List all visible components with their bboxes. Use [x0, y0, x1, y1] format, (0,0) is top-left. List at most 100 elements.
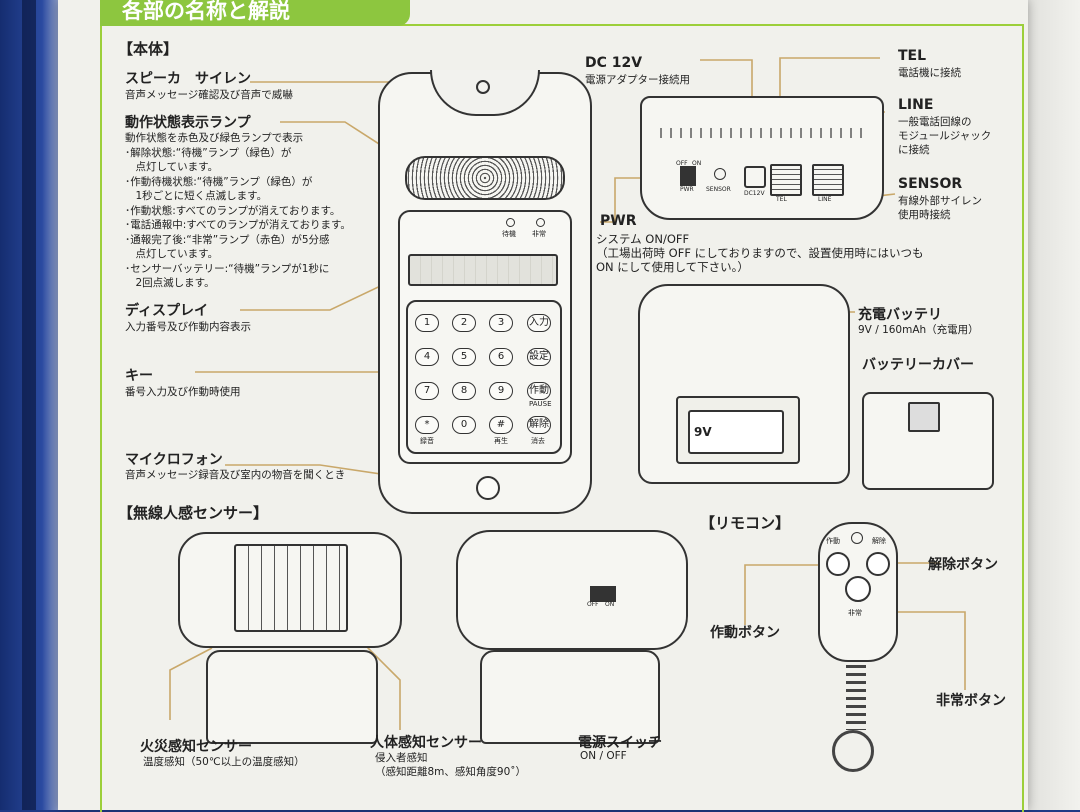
- section-main-unit: 【本体】: [118, 40, 179, 58]
- human-sensor-desc-2: （感知距離8m、感知角度90˚）: [375, 766, 527, 778]
- key-button[interactable]: 7: [415, 382, 439, 400]
- pwr-port-label: PWR: [680, 186, 694, 193]
- key-button[interactable]: 入力: [527, 314, 551, 332]
- pwr-on-label: ON: [692, 160, 702, 167]
- display-desc: 入力番号及び作動内容表示: [125, 321, 251, 333]
- human-sensor-title: 人体感知センサー: [370, 735, 482, 751]
- mic-title: マイクロフォン: [125, 452, 223, 468]
- status-lamp-title: 動作状態表示ランプ: [125, 115, 251, 131]
- key-button[interactable]: 2: [452, 314, 476, 332]
- pwr-switch[interactable]: [680, 166, 696, 186]
- line-desc-1: 一般電話回線の: [898, 116, 972, 128]
- battery-cover-title: バッテリーカバー: [862, 357, 974, 373]
- sensor-back-drawing: [456, 530, 688, 650]
- pause-caption: PAUSE: [529, 400, 552, 408]
- pwr-desc-2: （工場出荷時 OFF にしておりますので、設置使用時にはいつも: [596, 246, 924, 260]
- vent-slots: [652, 128, 868, 138]
- remote-disarm-button[interactable]: [866, 552, 890, 576]
- remote-arm-button[interactable]: [826, 552, 850, 576]
- sensor-switch-off: OFF: [587, 601, 599, 608]
- key-ring-icon: [832, 730, 874, 772]
- sensor-port-desc-1: 有線外部サイレン: [898, 195, 982, 207]
- battery-9v-label: 9V: [694, 425, 712, 439]
- keys-title: キー: [125, 368, 153, 384]
- status-lamp-line: ･解除状態:“待機”ランプ（緑色）が: [125, 146, 292, 159]
- remote-arm-label: 作動: [826, 537, 840, 545]
- status-lamp-line: 点灯しています。: [125, 161, 219, 173]
- key-button[interactable]: 作動: [527, 382, 551, 400]
- line-desc-2: モジュールジャック: [898, 130, 992, 142]
- back-panel-drawing: [640, 96, 884, 220]
- sensor-port-title: SENSOR: [898, 176, 963, 192]
- key-button[interactable]: 9: [489, 382, 513, 400]
- lcd-display: [408, 254, 558, 286]
- key-button[interactable]: 6: [489, 348, 513, 366]
- mount-hole-icon: [476, 80, 490, 94]
- speaker-desc: 音声メッセージ確認及び音声で威嚇: [125, 89, 293, 101]
- line-title: LINE: [898, 97, 934, 113]
- fire-sensor-title: 火災感知センサー: [140, 739, 252, 755]
- key-button[interactable]: #: [489, 416, 513, 434]
- key-button[interactable]: 解除: [527, 416, 551, 434]
- dc-jack-label: DC12V: [744, 190, 765, 197]
- status-lamp-line: 動作状態を赤色及び緑色ランプで表示: [125, 132, 304, 144]
- remote-led-icon: [851, 532, 863, 544]
- alarm-lamp-icon: [536, 218, 545, 227]
- key-button[interactable]: 5: [452, 348, 476, 366]
- leader-arm: [744, 564, 830, 625]
- key-button[interactable]: 4: [415, 348, 439, 366]
- display-title: ディスプレイ: [125, 303, 209, 319]
- speaker-grille: [405, 156, 565, 200]
- pir-window: [234, 544, 348, 632]
- status-lamp-line: ･通報完了後:“非常”ランプ（赤色）が5分感: [125, 233, 330, 246]
- power-switch-desc: ON / OFF: [580, 750, 627, 762]
- key-button[interactable]: *: [415, 416, 439, 434]
- battery-cover-latch: [908, 402, 940, 432]
- key-button[interactable]: 0: [452, 416, 476, 434]
- remote-panic-label: 非常: [848, 609, 862, 617]
- sensor-port-desc-2: 使用時接続: [898, 209, 951, 221]
- status-lamp-line: 2回点滅します。: [125, 277, 215, 289]
- sensor-switch-on: ON: [605, 601, 615, 608]
- status-lamp-line: 1秒ごとに短く点滅します。: [125, 190, 268, 202]
- key-button[interactable]: 8: [452, 382, 476, 400]
- key-button[interactable]: 1: [415, 314, 439, 332]
- pwr-desc-3: ON にして使用して下さい。）: [596, 260, 749, 274]
- leader-fire: [169, 647, 213, 720]
- battery-cover-drawing: [862, 392, 994, 490]
- pwr-off-label: OFF: [676, 160, 688, 167]
- pwr-title: PWR: [600, 213, 637, 229]
- tel-title: TEL: [898, 48, 927, 64]
- erase-caption: 消去: [531, 437, 545, 445]
- power-switch-title: 電源スイッチ: [578, 735, 662, 751]
- human-sensor-desc-1: 侵入者感知: [375, 752, 428, 764]
- tel-jack-label: TEL: [776, 196, 787, 203]
- status-lamp-line: ･電話通報中:すべてのランプが消えております。: [125, 219, 351, 231]
- keys-desc: 番号入力及び作動時使用: [125, 386, 241, 398]
- key-button[interactable]: 設定: [527, 348, 551, 366]
- key-button[interactable]: 3: [489, 314, 513, 332]
- section-remote: 【リモコン】: [700, 514, 791, 532]
- status-lamp-line: ･作動待機状態:“待機”ランプ（緑色）が: [125, 175, 313, 188]
- sensor-front-stand: [206, 650, 378, 744]
- leader-panic: [870, 611, 966, 690]
- standby-lamp-icon: [506, 218, 515, 227]
- play-caption: 再生: [494, 437, 508, 445]
- binder-strip: [22, 0, 36, 810]
- sensor-jack-label: SENSOR: [706, 186, 731, 193]
- remote-panic-button[interactable]: [845, 576, 871, 602]
- remote-disarm-label: 解除: [872, 537, 886, 545]
- battery-title: 充電バッテリ: [858, 307, 942, 323]
- sensor-power-switch[interactable]: [590, 586, 616, 602]
- status-lamp-line: ･センサーバッテリー:“待機”ランプが1秒に: [125, 262, 330, 275]
- standby-lamp-label: 待機: [502, 230, 516, 238]
- rec-caption: 録音: [420, 437, 434, 445]
- line-jack-label: LINE: [818, 196, 832, 203]
- battery-desc: 9V / 160mAh（充電用）: [858, 324, 979, 336]
- section-sensor: 【無線人感センサー】: [118, 504, 269, 522]
- page-header: 各部の名称と解説: [100, 0, 410, 26]
- battery-9v: [688, 410, 784, 454]
- panic-button-label: 非常ボタン: [936, 693, 1006, 709]
- tel-desc: 電話機に接続: [898, 67, 961, 79]
- pwr-desc-1: システム ON/OFF: [596, 232, 690, 246]
